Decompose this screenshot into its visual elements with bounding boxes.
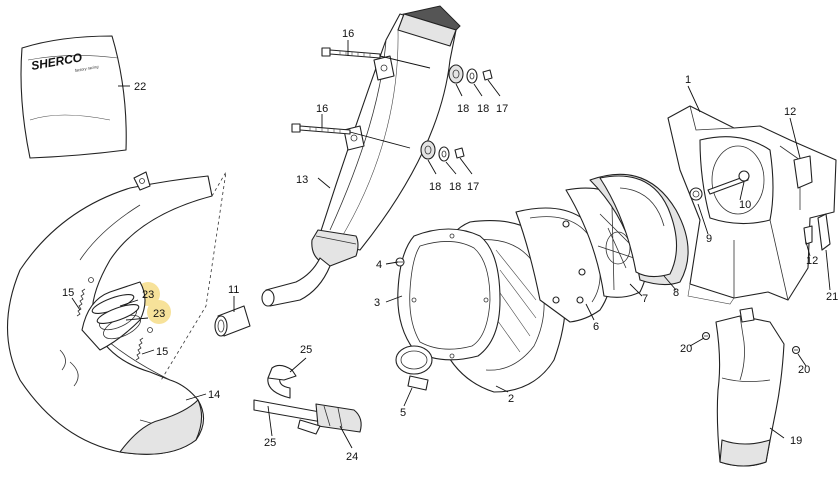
callout-11: 11: [228, 284, 239, 296]
callout-15b: 15: [156, 346, 168, 358]
callout-3: 3: [374, 297, 380, 309]
highlight-23-lower: [147, 300, 171, 324]
callout-5: 5: [400, 407, 406, 419]
callout-25a: 25: [300, 344, 312, 356]
part-16-bolts: [291, 47, 431, 149]
part-3-airbox-frame: [397, 228, 501, 361]
callout-17a: 17: [496, 103, 508, 115]
callout-18c: 18: [429, 181, 441, 193]
callout-1: 1: [685, 74, 691, 86]
callout-16a: 16: [342, 28, 354, 40]
callout-7: 7: [642, 293, 648, 305]
part-15-springs: [76, 277, 153, 361]
callout-20a: 20: [680, 343, 692, 355]
callout-14: 14: [208, 389, 220, 401]
callout-21: 21: [826, 291, 838, 303]
part-11-coupler: [214, 305, 251, 337]
part-18-17-washers-nuts: [420, 64, 493, 162]
part-13-silencer: [261, 5, 461, 307]
part-23-orings: [91, 294, 140, 324]
callout-6: 6: [593, 321, 599, 333]
callout-23a: 23: [142, 289, 154, 301]
callout-22: 22: [134, 81, 146, 93]
callout-2: 2: [508, 393, 514, 405]
callout-4: 4: [376, 259, 382, 271]
callout-18a: 18: [457, 103, 469, 115]
callout-15a: 15: [62, 287, 74, 299]
part-20-screws: [701, 331, 801, 355]
part-1-airbox: [667, 105, 837, 305]
callout-18b: 18: [477, 103, 489, 115]
pipe-dashed-outline: [159, 171, 227, 383]
callout-19: 19: [790, 435, 802, 447]
leader-lines: [71, 40, 831, 449]
callout-12b: 12: [806, 255, 818, 267]
part-25-24-breather: [253, 364, 362, 435]
part-8-air-filter: [589, 173, 689, 286]
callout-17b: 17: [467, 181, 479, 193]
callout-20b: 20: [798, 364, 810, 376]
sticker-bag-sublabel: factory racing: [74, 64, 99, 73]
callout-labels: 1 2 3 4 5 6 7 8 9 10 11 12 12 13 14 15 1…: [62, 28, 838, 463]
callout-18d: 18: [449, 181, 461, 193]
callout-9: 9: [706, 233, 712, 245]
part-5-clamp: [395, 345, 433, 391]
callout-13: 13: [296, 174, 308, 186]
part-22-sticker-bag: SHERCO factory racing: [20, 35, 127, 159]
callout-16b: 16: [316, 103, 328, 115]
callout-8: 8: [673, 287, 679, 299]
part-19-intake-duct: [715, 307, 785, 467]
part-12-21-clips: [793, 155, 831, 251]
part-9-10-bolt: [689, 170, 750, 201]
callout-25b: 25: [264, 437, 276, 449]
callout-12a: 12: [784, 106, 796, 118]
callout-24: 24: [346, 451, 358, 463]
callout-10: 10: [739, 199, 751, 211]
callout-23b: 23: [153, 308, 165, 320]
